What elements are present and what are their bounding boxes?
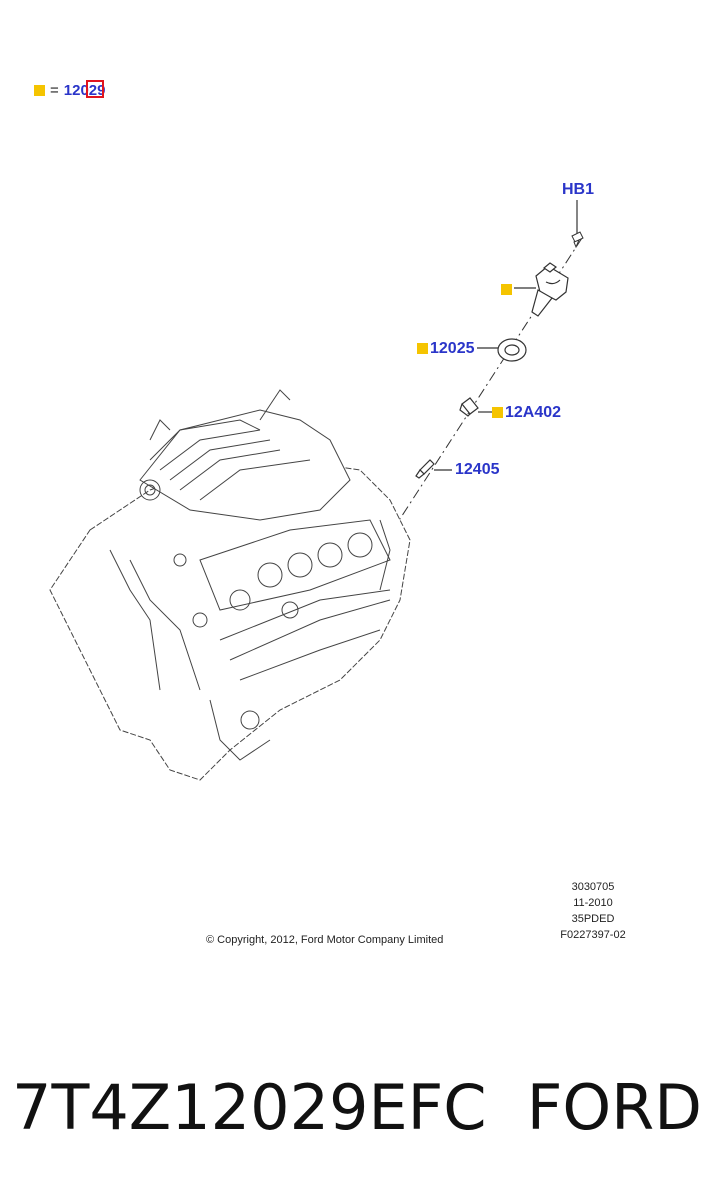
meta-line: F0227397-02 <box>560 929 626 941</box>
bolt-hb1-icon <box>571 200 584 249</box>
yellow-marker-icon <box>501 284 512 295</box>
callout-hb1-label: HB1 <box>562 181 595 198</box>
callout-12a402-label: 12A402 <box>505 404 562 421</box>
callout-12a402[interactable]: 12A402 <box>492 404 561 422</box>
spark-plug-icon <box>415 459 452 479</box>
meta-line: 35PDED <box>571 913 615 925</box>
yellow-marker-icon <box>417 343 428 354</box>
caption-part-number: 7T4Z12029EFC <box>12 1071 487 1144</box>
coil-boot-icon <box>477 338 527 362</box>
legend-equals: = <box>50 81 59 99</box>
meta-line: 11-2010 <box>573 897 613 909</box>
callout-hb1[interactable]: HB1 <box>562 181 594 199</box>
legend-part-number[interactable]: 12029 <box>63 79 106 99</box>
copyright-text: © Copyright, 2012, Ford Motor Company Li… <box>206 934 444 946</box>
callout-12025-label: 12025 <box>430 340 475 357</box>
highlight-box-icon <box>85 79 104 98</box>
callout-12405[interactable]: 12405 <box>455 461 500 479</box>
legend-part-number-text: 12029 <box>63 81 106 99</box>
legend: = 12029 <box>34 79 106 100</box>
engine-diagram <box>49 200 584 781</box>
meta-line: 3030705 <box>571 881 615 893</box>
yellow-marker-icon <box>34 84 45 96</box>
caption-brand: FORD <box>526 1071 702 1144</box>
callout-coil[interactable] <box>501 281 514 299</box>
callout-12405-label: 12405 <box>455 461 500 478</box>
callout-12025[interactable]: 12025 <box>417 340 475 358</box>
ignition-coil-icon <box>514 262 569 317</box>
sleeve-icon <box>459 397 492 417</box>
drawing-metadata: 3030705 11-2010 35PDED F0227397-02 <box>548 879 638 943</box>
engine-block-icon <box>49 389 411 781</box>
part-caption: 7T4Z12029EFC FORD <box>12 1068 702 1148</box>
yellow-marker-icon <box>492 407 503 418</box>
